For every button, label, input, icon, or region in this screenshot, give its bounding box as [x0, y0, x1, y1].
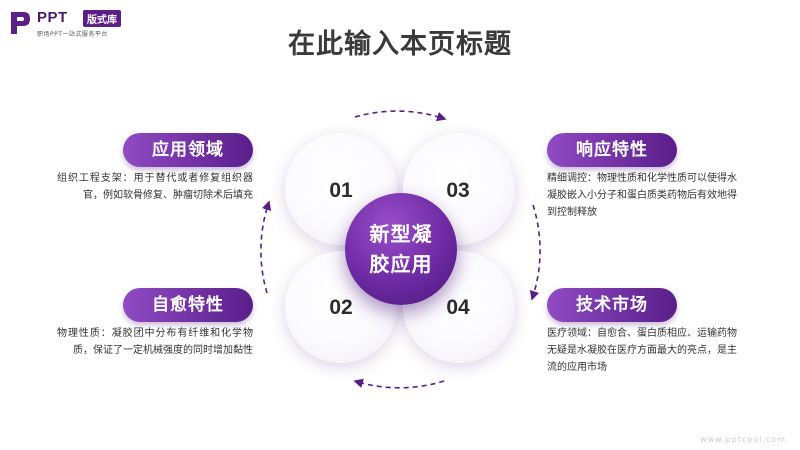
brand-name: PPT [37, 9, 68, 26]
brand-logo: PPT 版式库 职场PPT一站式服务平台 [8, 8, 158, 38]
center-topic-circle: 新型凝 胶应用 [345, 193, 457, 305]
section-heading-response: 响应特性 [547, 133, 677, 167]
brand-slogan: 职场PPT一站式服务平台 [37, 31, 108, 38]
section-text-response: 精细调控：物理性质和化学性质可以使得水凝胶嵌入小分子和蛋白质类药物后有效地得到控… [547, 173, 737, 218]
section-text-self-healing: 物理性质：凝胶团中分布有纤维和化学物质，保证了一定机械强度的同时增加黏性 [57, 328, 253, 356]
page-title: 在此输入本页标题 [288, 29, 512, 60]
petal-number: 03 [446, 179, 470, 202]
section-text-market: 医疗领域：自愈合、蛋白质相应、运输药物无疑是水凝胶在医疗方面最大的亮点，是主流的… [547, 328, 737, 373]
section-heading-self-healing: 自愈特性 [123, 288, 253, 322]
section-heading-market: 技术市场 [547, 288, 677, 322]
petal-number: 04 [446, 296, 470, 319]
brand-tag: 版式库 [83, 10, 121, 27]
petal-number: 02 [329, 296, 353, 319]
petal-number: 01 [329, 179, 353, 202]
section-heading-application: 应用领域 [123, 133, 253, 167]
ppt-logo-icon [11, 12, 30, 34]
center-topic-line2: 胶应用 [369, 252, 433, 276]
center-topic-line1: 新型凝 [369, 222, 433, 246]
watermark: www.pptcool.com [700, 435, 786, 444]
section-text-application: 组织工程支架：用于替代或者修复组织器官，例如软骨修复、肿瘤切除术后填充 [57, 173, 253, 201]
